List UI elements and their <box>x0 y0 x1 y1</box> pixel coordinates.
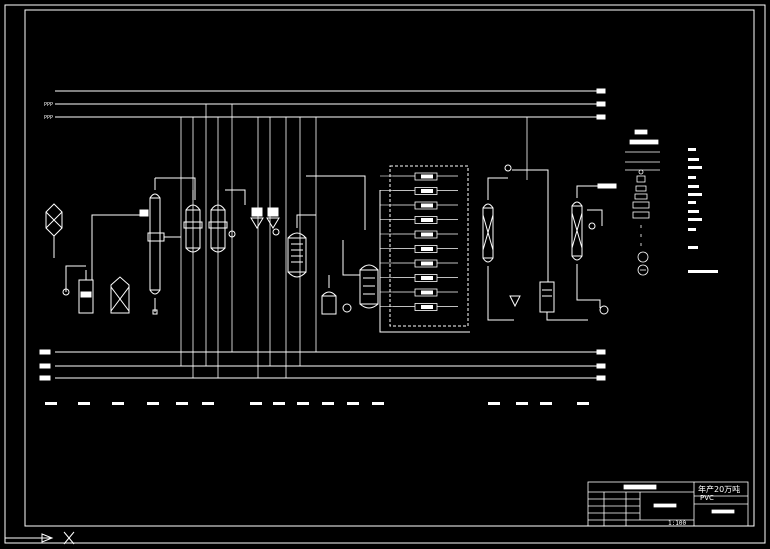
reactor-r1 <box>183 190 203 253</box>
legend-symbol <box>688 166 702 169</box>
dryer-unit <box>380 230 458 239</box>
dryer-unit <box>380 187 458 195</box>
equipment-caption <box>250 402 262 405</box>
separator-s1 <box>250 207 280 236</box>
equipment-captions <box>45 402 589 405</box>
pipe-feed-1 <box>91 214 140 280</box>
exchanger-e2 <box>571 183 617 315</box>
equipment-caption <box>488 402 500 405</box>
polymerization-reactor <box>287 175 366 278</box>
dryer-unit <box>380 172 458 181</box>
header-line-label-2: PPP <box>44 102 53 108</box>
equipment-caption <box>147 402 159 405</box>
legend-symbol <box>688 176 696 179</box>
equipment-caption <box>78 402 90 405</box>
symbol-legend <box>625 129 660 276</box>
dryer-unit <box>380 274 458 282</box>
title-block <box>587 481 749 527</box>
legend-symbol <box>688 201 696 204</box>
equipment-caption <box>372 402 384 405</box>
inner-frame <box>24 9 755 527</box>
equipment-caption <box>273 402 285 405</box>
dryer-unit <box>380 216 458 224</box>
view-arrow-icon <box>5 531 75 545</box>
equipment-caption <box>577 402 589 405</box>
dryer-unit <box>380 288 458 297</box>
dryer-bank <box>389 165 469 327</box>
equipment-caption <box>297 402 309 405</box>
dryer-unit <box>380 201 458 210</box>
condenser-vessel <box>539 281 588 321</box>
title-block-product: PVC <box>700 494 714 502</box>
dryer-return <box>379 190 470 333</box>
legend-symbol <box>688 158 699 161</box>
equipment-caption <box>45 402 57 405</box>
legend-right-column <box>688 148 718 273</box>
dryer-rows <box>380 172 458 311</box>
exchanger-e1 <box>482 164 549 321</box>
equipment-caption <box>347 402 359 405</box>
vessel-v1 <box>62 265 94 314</box>
dryer-unit <box>380 259 458 268</box>
equipment-caption <box>540 402 552 405</box>
reactor-r2 <box>208 189 246 253</box>
vessel-v3 <box>321 275 352 315</box>
header-utility-lines <box>55 88 606 120</box>
equipment-caption <box>112 402 124 405</box>
bottom-utility-lines <box>39 349 606 381</box>
legend-symbol <box>688 246 698 249</box>
equipment-caption <box>516 402 528 405</box>
legend-symbol <box>688 210 699 213</box>
dryer-unit <box>380 303 458 311</box>
equipment-caption <box>322 402 334 405</box>
title-block-scale: 1:100 <box>668 520 686 527</box>
title-block-project: 年产20万吨 <box>698 484 740 494</box>
vertical-risers <box>180 104 528 378</box>
legend-symbol <box>688 218 702 221</box>
header-line-label-3: PPP <box>44 115 53 121</box>
outer-frame <box>4 4 766 544</box>
feed-tank <box>45 203 63 258</box>
equipment-caption <box>202 402 214 405</box>
stripper-column <box>342 240 379 309</box>
dryer-unit <box>380 245 458 253</box>
equipment-caption <box>176 402 188 405</box>
legend-symbol <box>688 228 696 231</box>
legend-symbol <box>688 270 718 273</box>
column-c1 <box>139 177 196 315</box>
legend-symbol <box>688 185 699 188</box>
vessel-v2 <box>110 276 130 314</box>
legend-symbol <box>688 148 696 151</box>
legend-symbol <box>688 193 702 196</box>
